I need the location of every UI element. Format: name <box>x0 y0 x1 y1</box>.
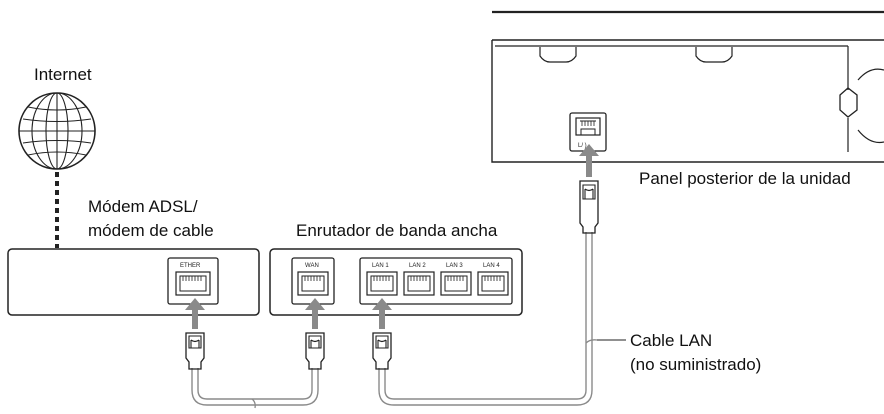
router-wan-cable-plug <box>305 332 325 370</box>
modem-label-line1: Módem ADSL/ <box>88 197 198 216</box>
insertion-arrow-modem <box>185 298 205 329</box>
modem-ether-port <box>175 271 211 296</box>
router-wan-port <box>297 271 329 296</box>
internet-globe-icon <box>18 92 96 170</box>
adsl-cable-modem: ETHER <box>7 248 260 316</box>
insertion-arrow-router-wan <box>305 298 325 329</box>
router-lan2-port <box>403 271 435 296</box>
router-label: Enrutador de banda ancha <box>296 221 498 240</box>
router-lan4-port <box>477 271 509 296</box>
router-lan3-port <box>440 271 472 296</box>
modem-ether-port-label: ETHER <box>180 263 201 269</box>
unit-cable-plug <box>579 180 599 234</box>
modem-label-line2: módem de cable <box>88 221 214 240</box>
broadband-router: WAN LAN 1 LAN 2 LAN 3 LAN 4 <box>269 248 523 316</box>
cable-label-line2: (no suministrado) <box>630 355 761 374</box>
router-lan2-port-label: LAN 2 <box>409 263 426 269</box>
router-lan-cable-plug <box>372 332 392 370</box>
lan-cable-modem-to-router <box>191 368 319 409</box>
lan-cable-router-to-unit <box>378 232 598 406</box>
insertion-arrow-unit <box>579 144 599 177</box>
router-lan1-port-label: LAN 1 <box>372 263 389 269</box>
router-wan-port-label: WAN <box>305 263 319 269</box>
internet-label: Internet <box>34 65 92 84</box>
cable-label-line1: Cable LAN <box>630 331 712 350</box>
router-lan4-port-label: LAN 4 <box>483 263 500 269</box>
modem-cable-plug <box>185 332 205 370</box>
unit-rear-panel: L/ ) Panel posterior de la unidad <box>491 10 884 188</box>
insertion-arrow-router-lan <box>372 298 392 329</box>
router-lan1-port <box>366 271 398 296</box>
router-lan3-port-label: LAN 3 <box>446 263 463 269</box>
rear-panel-label: Panel posterior de la unidad <box>639 169 851 188</box>
unit-lan-port-label: L/ ) <box>578 143 587 149</box>
